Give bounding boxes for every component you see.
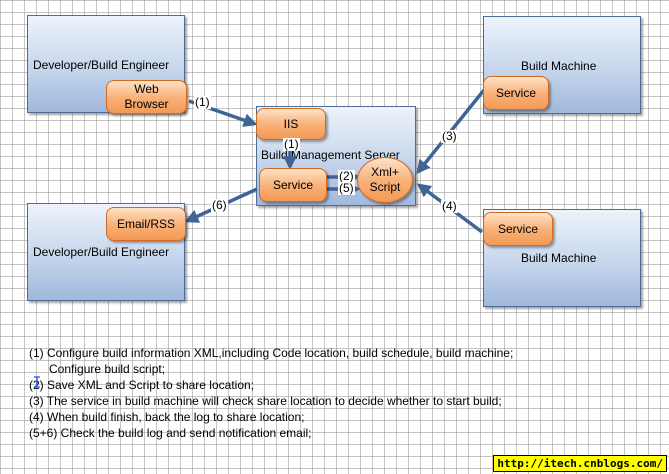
- web-browser-node: Web Browser: [106, 80, 187, 114]
- email-rss-node: Email/RSS: [106, 207, 186, 241]
- note-5-6: (5+6) Check the build log and send notif…: [29, 426, 312, 440]
- iis-node: IIS: [256, 108, 326, 140]
- watermark-url: http://itech.cnblogs.com/: [493, 455, 667, 472]
- text-cursor-icon: [34, 376, 40, 388]
- step-label-1a: (1): [194, 95, 211, 109]
- xml-script-node: Xml+ Script: [357, 157, 413, 203]
- step-label-4: (4): [441, 199, 458, 213]
- developer-bottom-label: Developer/Build Engineer: [33, 245, 170, 259]
- note-2: (2) Save XML and Script to share locatio…: [29, 378, 254, 392]
- developer-top-label: Developer/Build Engineer: [33, 58, 170, 72]
- note-1-continued: Configure build script;: [49, 362, 166, 376]
- note-1: (1) Configure build information XML,incl…: [29, 346, 514, 360]
- machine-service-top-node: Service: [483, 76, 549, 110]
- machine-service-bottom-node: Service: [483, 212, 553, 246]
- build-machine-bottom-label: Build Machine: [521, 251, 597, 265]
- server-service-node: Service: [259, 168, 327, 202]
- step-label-6: (6): [211, 198, 228, 212]
- build-machine-top-label: Build Machine: [521, 59, 597, 73]
- step-label-5: (5): [338, 181, 355, 195]
- step-label-3: (3): [441, 129, 458, 143]
- note-4: (4) When build finish, back the log to s…: [29, 410, 305, 424]
- note-3: (3) The service in build machine will ch…: [29, 394, 502, 408]
- step-label-2: (2): [338, 169, 355, 183]
- notes-list: (1) Configure build information XML,incl…: [29, 345, 513, 441]
- step-label-1b: (1): [283, 137, 300, 151]
